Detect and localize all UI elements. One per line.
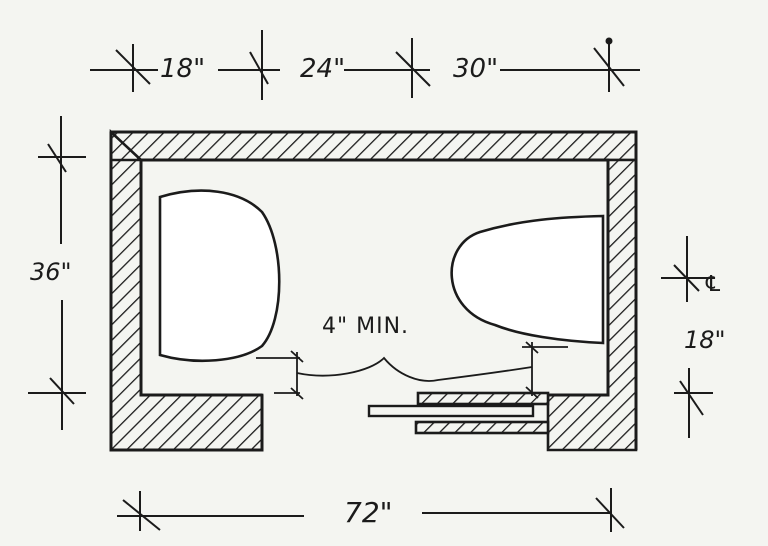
toilet bbox=[450, 214, 605, 345]
dimension-bottom bbox=[117, 488, 625, 532]
wall-top bbox=[109, 130, 638, 162]
dim-label-30: 30" bbox=[453, 54, 499, 84]
pocket-door-panel bbox=[367, 404, 535, 418]
walls bbox=[109, 129, 638, 452]
dim-label-18-right: 18" bbox=[684, 326, 726, 354]
dimension-top bbox=[90, 30, 640, 100]
dim-label-72: 72" bbox=[344, 496, 393, 529]
pocket-wall-lower bbox=[414, 420, 550, 435]
clearance-line bbox=[256, 341, 568, 400]
dim-label-36: 36" bbox=[30, 258, 72, 286]
dimension-left bbox=[28, 116, 86, 430]
centerline-symbol: ℄ bbox=[706, 272, 721, 297]
sink bbox=[158, 189, 281, 363]
dim-label-18: 18" bbox=[160, 54, 206, 84]
dim-label-24: 24" bbox=[300, 54, 346, 84]
dimension-right bbox=[661, 236, 715, 438]
clearance-note: 4" MIN. bbox=[322, 314, 410, 339]
pocket-wall-upper bbox=[416, 391, 550, 406]
